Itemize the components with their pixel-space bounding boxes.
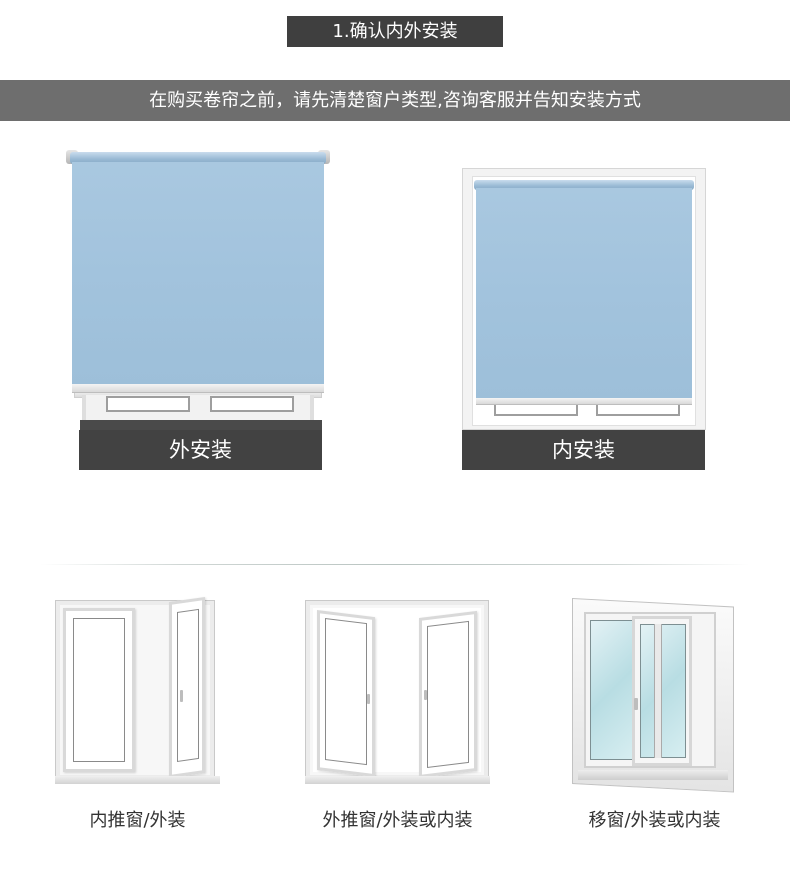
section-title: 1.确认内外安装 [287,16,503,47]
outside-mount-illustration: 外安装 [60,140,330,470]
window-type-inward: 内推窗/外装 [55,596,220,831]
outside-mount-caption: 外安装 [79,430,322,470]
roller-blind-outside-mount-icon [60,140,330,470]
roller-blind-inside-mount-icon [462,168,708,470]
window-label-inward: 内推窗/外装 [89,810,186,831]
info-banner: 在购买卷帘之前，请先清楚窗户类型,咨询客服并告知安装方式 [0,80,790,121]
inside-mount-caption: 内安装 [462,430,705,470]
window-type-sliding: 移窗/外装或内装 [572,598,737,831]
window-label-outward: 外推窗/外装或内装 [322,810,473,831]
inside-mount-illustration: 内安装 [462,168,708,470]
section-divider [40,564,750,565]
window-type-outward: 外推窗/外装或内装 [305,598,490,831]
inward-casement-window-icon [55,596,220,788]
sliding-window-icon [572,598,737,793]
window-label-sliding: 移窗/外装或内装 [588,810,721,831]
outward-casement-window-icon [305,598,490,788]
